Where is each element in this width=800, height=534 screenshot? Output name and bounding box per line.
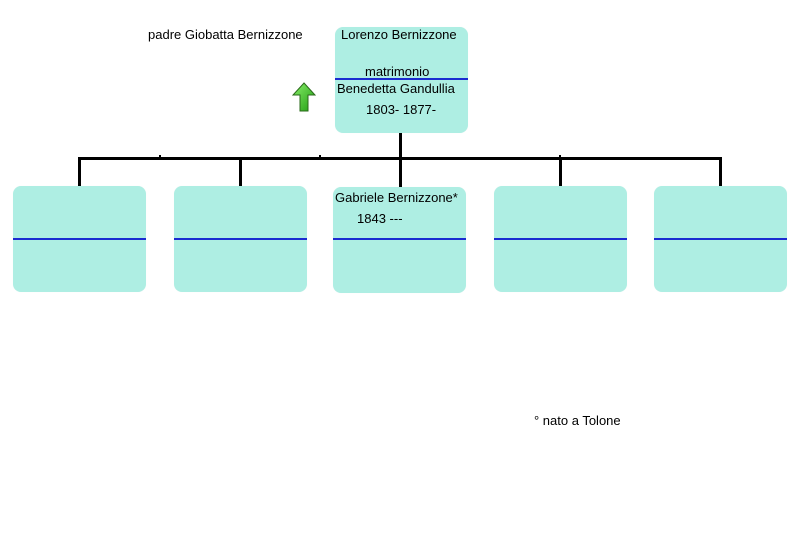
child-divider bbox=[654, 238, 787, 240]
child-box-3[interactable] bbox=[333, 187, 466, 293]
child-divider bbox=[494, 238, 627, 240]
child-connector bbox=[399, 157, 402, 187]
sibling-bar-tick bbox=[319, 155, 321, 157]
child-connector bbox=[78, 157, 81, 187]
footnote: ° nato a Tolone bbox=[534, 413, 621, 428]
child-connector bbox=[559, 157, 562, 187]
up-arrow-icon[interactable] bbox=[291, 82, 317, 112]
parents-connector bbox=[399, 133, 402, 159]
child-connector bbox=[239, 157, 242, 187]
child-name: Gabriele Bernizzone* bbox=[335, 190, 458, 205]
child-connector bbox=[719, 157, 722, 187]
parents-box[interactable] bbox=[335, 27, 468, 133]
sibling-bar-tick bbox=[159, 155, 161, 157]
sibling-bar-tick bbox=[559, 155, 561, 157]
father-label: padre Giobatta Bernizzone bbox=[148, 27, 303, 42]
child-divider bbox=[13, 238, 146, 240]
marriage-label: matrimonio bbox=[365, 64, 430, 79]
parents-years: 1803- 1877- bbox=[366, 102, 437, 117]
husband-name: Lorenzo Bernizzone bbox=[341, 27, 457, 42]
child-divider bbox=[174, 238, 307, 240]
wife-name: Benedetta Gandullia bbox=[337, 81, 455, 96]
child-divider bbox=[333, 238, 466, 240]
child-years: 1843 --- bbox=[357, 211, 403, 226]
parents-divider bbox=[335, 78, 468, 80]
